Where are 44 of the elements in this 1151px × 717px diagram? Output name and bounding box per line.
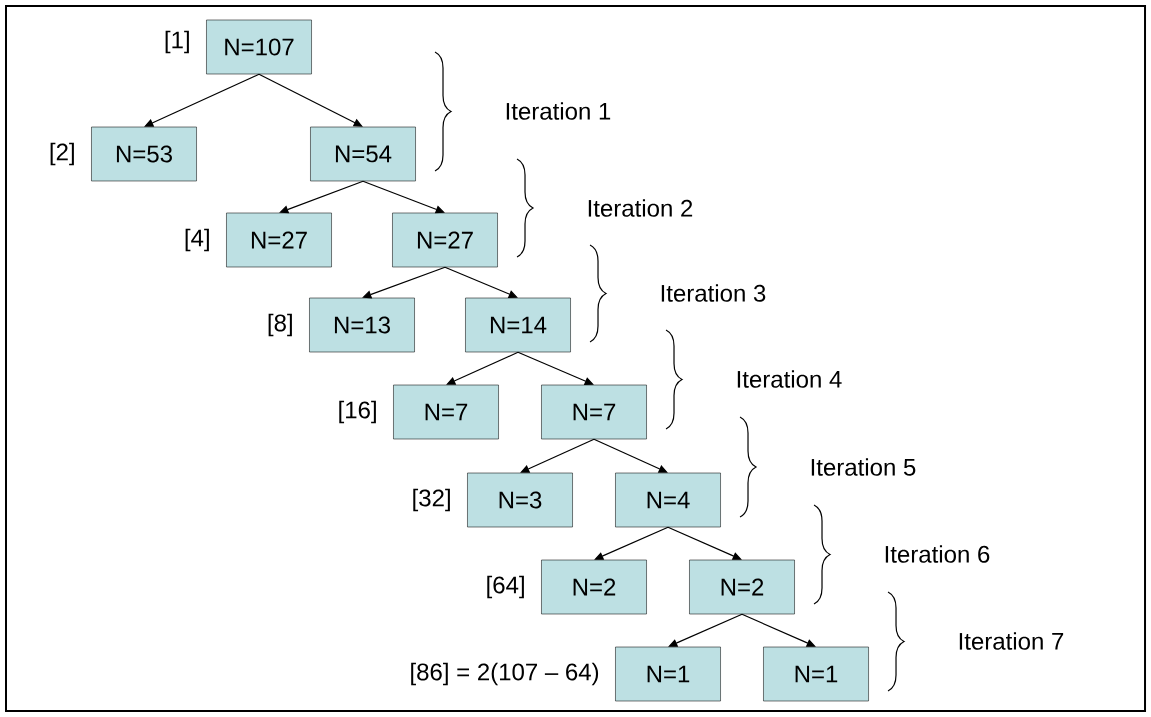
level-label: [4] (185, 228, 209, 252)
arrow (517, 351, 594, 385)
level-label: [86] = 2(107 – 64) (411, 662, 599, 686)
process-box: N=53 (91, 126, 197, 182)
arrow (593, 438, 668, 473)
process-box: N=27 (392, 212, 498, 268)
level-label: [8] (268, 313, 292, 337)
arrow (144, 73, 260, 127)
iteration-label: Iteration 5 (811, 458, 916, 476)
iteration-label: Iteration 7 (959, 632, 1064, 650)
iteration-label: Iteration 2 (588, 199, 693, 217)
arrow (594, 526, 669, 560)
process-box: N=2 (541, 559, 647, 615)
level-label: [2] (50, 142, 74, 166)
arrow (258, 73, 363, 127)
arrow (520, 438, 595, 473)
process-box: N=7 (393, 384, 499, 440)
arrow (279, 180, 364, 214)
iteration-label: Iteration 3 (661, 284, 766, 302)
process-box: N=2 (689, 559, 795, 615)
arrow (362, 180, 445, 214)
process-box: N=54 (310, 126, 416, 182)
arrow (446, 351, 519, 385)
arrow (741, 613, 816, 647)
level-label: [64] (487, 575, 524, 599)
arrow (362, 266, 446, 299)
process-box: N=3 (467, 472, 573, 528)
process-box: N=1 (763, 646, 869, 702)
iteration-label: Iteration 6 (885, 545, 990, 563)
process-box: N=14 (465, 297, 571, 353)
process-box: N=27 (226, 212, 332, 268)
iteration-label: Iteration 1 (506, 102, 611, 120)
process-box: N=107 (206, 19, 312, 75)
process-box: N=4 (615, 472, 721, 528)
level-label: [16] (339, 400, 376, 424)
level-label: [32] (413, 488, 450, 512)
iteration-label: Iteration 4 (737, 370, 842, 388)
level-label: [1] (165, 30, 189, 54)
arrow (668, 613, 743, 647)
arrow (444, 266, 518, 298)
process-box: N=7 (541, 384, 647, 440)
process-box: N=13 (309, 297, 415, 353)
process-box: N=1 (615, 646, 721, 702)
arrow (667, 526, 742, 560)
